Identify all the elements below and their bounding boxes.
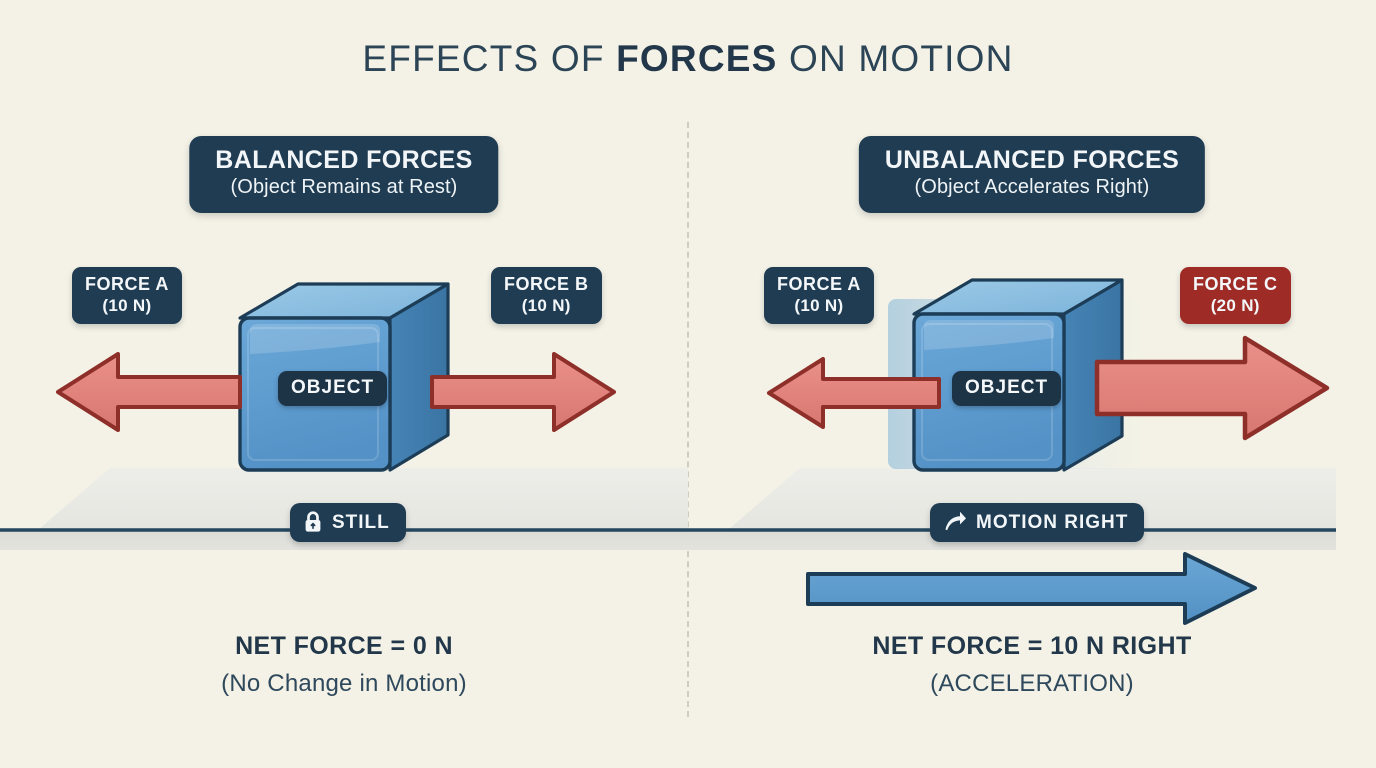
lock-icon xyxy=(303,511,323,533)
unbalanced-header-title: UNBALANCED FORCES xyxy=(884,146,1180,174)
right-force-c-value: (20 N) xyxy=(1210,295,1260,315)
page-title-emphasis: FORCES xyxy=(616,38,778,79)
right-object-label: OBJECT xyxy=(952,371,1062,406)
balanced-header-title: BALANCED FORCES xyxy=(215,146,473,174)
unbalanced-header-badge: UNBALANCED FORCES (Object Accelerates Ri… xyxy=(858,136,1206,213)
left-force-b-value: (10 N) xyxy=(521,295,571,315)
left-object-label: OBJECT xyxy=(278,371,388,406)
curved-arrow-right-icon xyxy=(943,511,967,533)
left-force-b-arrow xyxy=(430,352,616,432)
right-net-force-text: NET FORCE = 10 N RIGHT xyxy=(872,632,1192,660)
right-ground-platform xyxy=(688,468,1336,550)
left-caption-sub: (No Change in Motion) xyxy=(221,669,467,697)
page-title: EFFECTS OF FORCES ON MOTION xyxy=(0,38,1376,80)
right-force-a-arrow xyxy=(767,357,941,429)
right-status-pill: MOTION RIGHT xyxy=(930,503,1145,542)
motion-direction-arrow xyxy=(806,552,1257,625)
left-caption: NET FORCE = 0 N (No Change in Motion) xyxy=(0,632,688,698)
left-force-a-tag: FORCE A (10 N) xyxy=(72,267,182,325)
unbalanced-forces-panel: UNBALANCED FORCES (Object Accelerates Ri… xyxy=(688,0,1376,768)
right-force-a-name: FORCE A xyxy=(777,274,861,294)
left-force-a-name: FORCE A xyxy=(85,274,169,294)
left-status-label: STILL xyxy=(332,511,390,533)
left-force-a-value: (10 N) xyxy=(102,295,152,315)
right-force-a-value: (10 N) xyxy=(794,295,844,315)
balanced-header-badge: BALANCED FORCES (Object Remains at Rest) xyxy=(189,136,499,213)
left-force-b-name: FORCE B xyxy=(504,274,589,294)
panel-divider xyxy=(687,122,689,717)
right-status-label: MOTION RIGHT xyxy=(976,511,1129,533)
right-force-c-arrow xyxy=(1094,335,1330,441)
left-status-pill: STILL xyxy=(290,503,406,542)
page-title-part1: EFFECTS OF xyxy=(362,38,617,79)
left-object-box xyxy=(238,282,450,472)
left-force-b-tag: FORCE B (10 N) xyxy=(491,267,602,325)
right-force-a-tag: FORCE A (10 N) xyxy=(764,267,874,325)
left-net-force-text: NET FORCE = 0 N xyxy=(235,632,453,660)
left-force-a-arrow xyxy=(56,352,242,432)
right-force-c-name: FORCE C xyxy=(1193,274,1278,294)
right-force-c-tag: FORCE C (20 N) xyxy=(1180,267,1291,325)
right-caption: NET FORCE = 10 N RIGHT (ACCELERATION) xyxy=(688,632,1376,698)
unbalanced-header-subtitle: (Object Accelerates Right) xyxy=(914,176,1150,198)
balanced-header-subtitle: (Object Remains at Rest) xyxy=(230,176,458,198)
balanced-forces-panel: BALANCED FORCES (Object Remains at Rest) xyxy=(0,136,688,698)
right-caption-sub: (ACCELERATION) xyxy=(930,669,1134,697)
page-title-part2: ON MOTION xyxy=(777,38,1014,79)
